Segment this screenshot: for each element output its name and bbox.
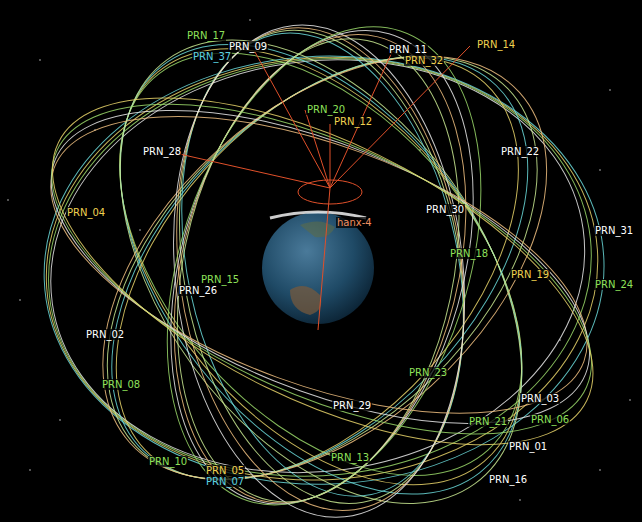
orbit-path bbox=[2, 27, 642, 517]
visibility-line bbox=[175, 153, 330, 188]
satellite-label: PRN_22 bbox=[500, 146, 540, 157]
visibility-line bbox=[305, 110, 330, 188]
satellite-label: PRN_05 bbox=[205, 465, 245, 476]
satellite-label: PRN_30 bbox=[425, 204, 465, 215]
earth bbox=[262, 212, 374, 324]
orbit-path bbox=[142, 7, 504, 522]
star bbox=[249, 19, 251, 21]
satellite-label: PRN_14 bbox=[476, 39, 516, 50]
satellite-label: PRN_06 bbox=[530, 414, 570, 425]
orbit-path bbox=[40, 0, 601, 522]
satellite-label: hanx-4 bbox=[336, 217, 373, 228]
satellite-label: PRN_21 bbox=[468, 416, 508, 427]
orbit-path bbox=[9, 46, 632, 488]
satellite-label: PRN_07 bbox=[205, 476, 245, 487]
orbit-path bbox=[32, 39, 612, 498]
orbit-path bbox=[111, 0, 538, 522]
satellite-label: PRN_17 bbox=[186, 30, 226, 41]
orbit-path bbox=[137, 13, 499, 522]
orbit-path bbox=[39, 0, 597, 522]
orbit-path bbox=[24, 26, 612, 507]
satellite-label: PRN_19 bbox=[510, 269, 550, 280]
orbit-path bbox=[5, 36, 637, 502]
star bbox=[59, 419, 61, 421]
star bbox=[39, 59, 41, 61]
satellite-label: PRN_03 bbox=[520, 393, 560, 404]
satellite-label: PRN_08 bbox=[101, 379, 141, 390]
satellite-label: PRN_13 bbox=[330, 452, 370, 463]
satellite-label: PRN_12 bbox=[333, 116, 373, 127]
visibility-line bbox=[330, 52, 392, 188]
star bbox=[139, 229, 141, 231]
satellite-label: PRN_23 bbox=[408, 367, 448, 378]
visibility-line bbox=[255, 52, 330, 188]
orbit-path bbox=[13, 56, 625, 474]
satellite-label: PRN_24 bbox=[594, 279, 634, 290]
orbit-path bbox=[33, 0, 606, 522]
satellite-label: PRN_10 bbox=[148, 456, 188, 467]
star bbox=[29, 469, 31, 471]
star bbox=[609, 89, 611, 91]
orbit-path bbox=[144, 8, 499, 522]
satellite-label: PRN_15 bbox=[200, 274, 240, 285]
visibility-line bbox=[330, 124, 331, 188]
satellite-label: PRN_32 bbox=[404, 55, 444, 66]
orbit-path bbox=[39, 0, 603, 522]
orbit-path bbox=[28, 32, 613, 503]
satellite-label: PRN_11 bbox=[388, 44, 428, 55]
star bbox=[599, 169, 601, 171]
satellite-label: PRN_09 bbox=[228, 41, 268, 52]
satellite-label: PRN_01 bbox=[508, 441, 548, 452]
satellite-label: PRN_29 bbox=[332, 400, 372, 411]
coverage-ring bbox=[298, 180, 362, 204]
star bbox=[7, 199, 9, 201]
orbit-path bbox=[28, 0, 616, 522]
satellite-label: PRN_04 bbox=[66, 207, 106, 218]
visibility-line bbox=[330, 46, 470, 188]
satellite-label: PRN_16 bbox=[488, 474, 528, 485]
satellite-label: PRN_31 bbox=[594, 225, 634, 236]
satellite-label: PRN_02 bbox=[85, 329, 125, 340]
visibility-line bbox=[318, 188, 330, 330]
satellite-label: PRN_20 bbox=[306, 104, 346, 115]
satellite-label: PRN_26 bbox=[178, 285, 218, 296]
orbit-path bbox=[38, 0, 603, 522]
orbit-path bbox=[150, 11, 488, 522]
star bbox=[519, 499, 521, 501]
satellite-label: PRN_28 bbox=[142, 146, 182, 157]
satellite-label: PRN_37 bbox=[192, 51, 232, 62]
satellite-label: PRN_18 bbox=[449, 248, 489, 259]
star bbox=[629, 399, 631, 401]
orbit-path bbox=[128, 4, 511, 522]
star bbox=[599, 469, 601, 471]
star bbox=[19, 299, 21, 301]
